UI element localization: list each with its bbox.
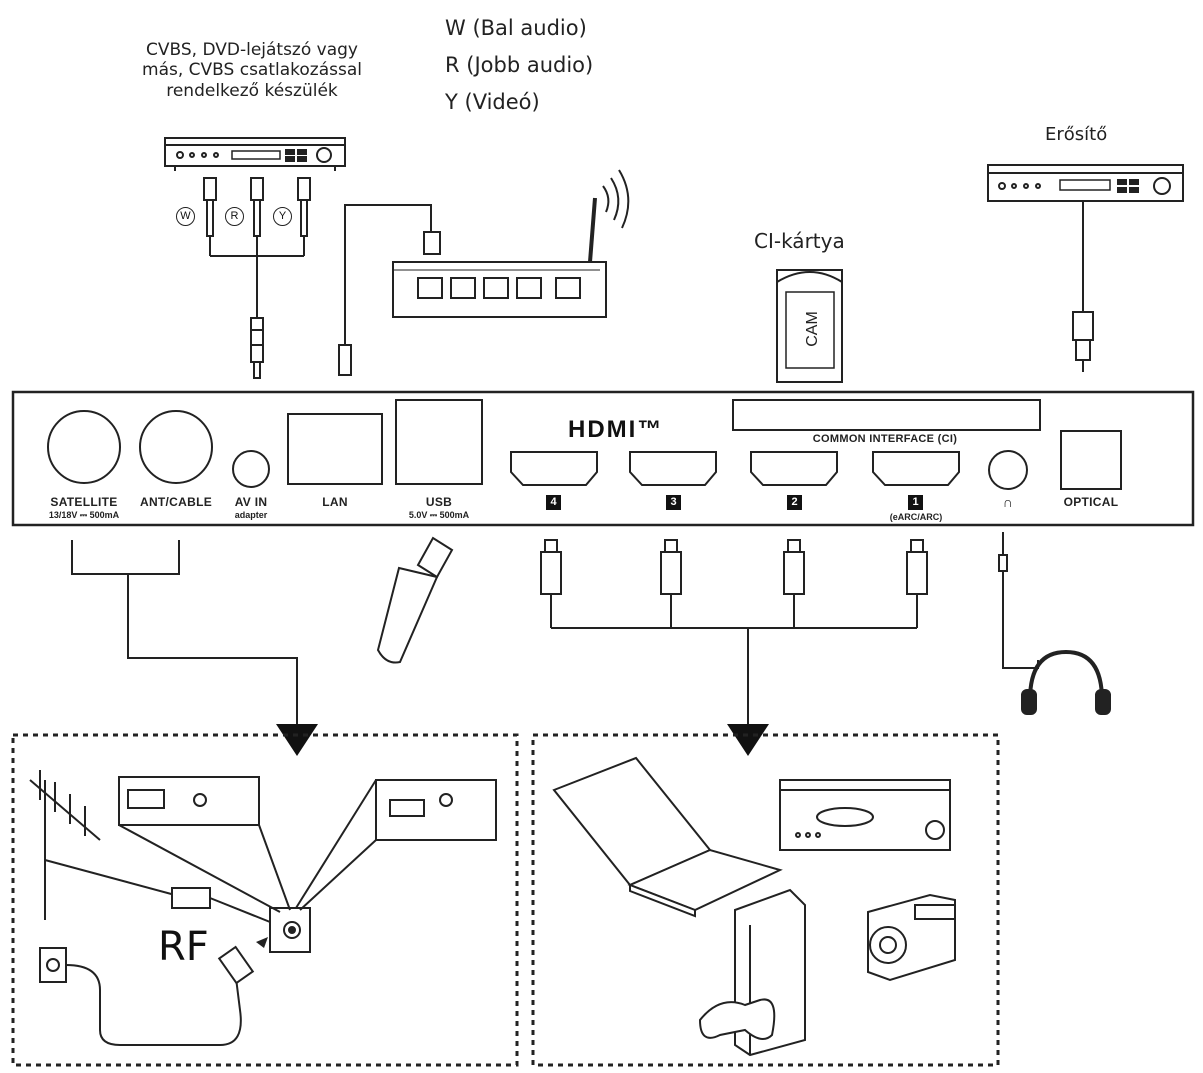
laptop-icon [552,756,783,918]
av-in-label: AV IN [234,495,268,509]
router-icon [338,169,630,376]
game-console-icon [698,888,806,1057]
hdmi-cables [540,539,928,724]
headphones-icon [998,532,1111,715]
hdmi-port-2-number: 2 [787,495,802,510]
optical-label: OPTICAL [1063,495,1119,509]
hdmi-port-4-number: 4 [546,495,561,510]
antenna-connectors [71,540,298,724]
satellite-label: SATELLITE [50,495,118,509]
legend-y: Y (Videó) [445,90,540,114]
audio-video-legend: W (Bal audio) R (Jobb audio) Y (Videó) [445,10,593,121]
ci-cam-card-icon [776,269,843,383]
legend-w: W (Bal audio) [445,16,587,40]
hdmi-port-3-number: 3 [666,495,681,510]
dvd-recorder-icon [779,779,951,851]
lan-label: LAN [322,495,348,509]
cam-label: CAM [803,311,821,347]
legend-r: R (Jobb audio) [445,53,594,77]
dvd-player-icon [164,137,346,171]
cvbs-line-2: más, CVBS csatlakozással [142,60,362,81]
cvbs-line-3: rendelkező készülék [166,80,338,101]
amplifier-icon [987,164,1184,372]
usb-stick-icon [376,536,454,664]
wall-socket-icon [39,907,311,1046]
plug-r-mark: R [225,207,244,226]
connector-callouts [118,776,497,913]
back-panel [11,390,1195,527]
antenna-dashed-box [11,733,519,1067]
cvbs-device-label: CVBS, DVD-lejátszó vagy más, CVBS csatla… [107,40,397,101]
hdmi-logo: HDMI™ [568,416,664,443]
satellite-sub: 13/18V ⎓ 500mA [48,510,120,520]
hdmi-port-1-sub: (eARC/ARC) [889,512,943,522]
camcorder-icon [867,893,956,982]
rf-label: RF [158,924,209,970]
usb-sub: 5.0V ⎓ 500mA [408,510,470,520]
plug-w-mark: W [176,207,195,226]
plug-y-mark: Y [273,207,292,226]
cvbs-line-1: CVBS, DVD-lejátszó vagy [145,40,358,60]
hdmi-devices-dashed-box [531,733,1000,1067]
av-in-sub: adapter [234,510,268,520]
ant-cable-label: ANT/CABLE [139,495,213,509]
headphone-symbol: ∩ [1002,494,1014,510]
rca-cables [203,177,311,379]
usb-label: USB [425,495,453,509]
ci-slot-label: COMMON INTERFACE (CI) [812,433,958,445]
hdmi-port-1-number: 1 [908,495,923,510]
ci-card-label: CI-kártya [754,229,845,253]
amplifier-label: Erősítő [1045,124,1108,145]
